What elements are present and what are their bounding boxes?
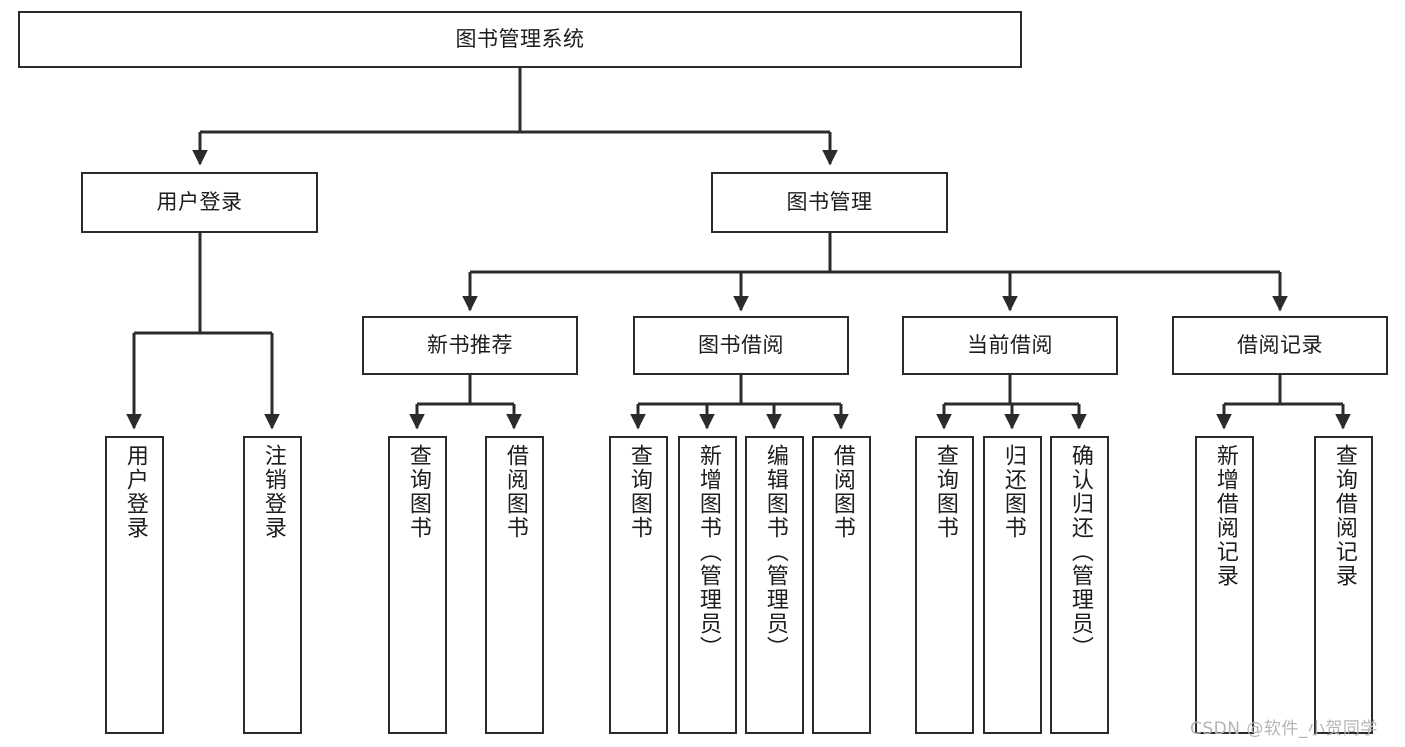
node-leaf-borrow-query-book[interactable]: 查询图书	[609, 436, 668, 734]
node-leaf-return-book-label: 归还图书	[1000, 444, 1026, 540]
node-user-login-label: 用户登录	[156, 190, 243, 214]
node-leaf-confirm-return[interactable]: 确认归还（管理员）	[1050, 436, 1109, 734]
node-root-label: 图书管理系统	[455, 27, 585, 51]
node-current-borrow[interactable]: 当前借阅	[902, 316, 1118, 375]
node-leaf-add-book-label: 新增图书（管理员）	[695, 444, 721, 660]
node-leaf-rec-borrow-book-label: 借阅图书	[502, 444, 528, 540]
node-leaf-edit-book[interactable]: 编辑图书（管理员）	[745, 436, 804, 734]
node-leaf-return-book[interactable]: 归还图书	[983, 436, 1042, 734]
node-leaf-query-record[interactable]: 查询借阅记录	[1314, 436, 1373, 734]
node-book-manage[interactable]: 图书管理	[711, 172, 948, 233]
node-current-borrow-label: 当前借阅	[967, 333, 1053, 357]
node-leaf-user-login-label: 用户登录	[122, 444, 148, 540]
node-leaf-add-book[interactable]: 新增图书（管理员）	[678, 436, 737, 734]
node-book-borrow[interactable]: 图书借阅	[633, 316, 849, 375]
node-borrow-record-label: 借阅记录	[1237, 333, 1323, 357]
node-leaf-rec-borrow-book[interactable]: 借阅图书	[485, 436, 544, 734]
node-leaf-user-login[interactable]: 用户登录	[105, 436, 164, 734]
node-leaf-query-record-label: 查询借阅记录	[1331, 444, 1357, 588]
node-book-manage-label: 图书管理	[786, 190, 873, 214]
node-leaf-logout[interactable]: 注销登录	[243, 436, 302, 734]
node-leaf-lend-book-label: 借阅图书	[829, 444, 855, 540]
node-leaf-rec-query-book-label: 查询图书	[405, 444, 431, 540]
node-book-borrow-label: 图书借阅	[698, 333, 784, 357]
node-leaf-confirm-return-label: 确认归还（管理员）	[1067, 444, 1093, 660]
node-leaf-cur-query-book-label: 查询图书	[932, 444, 958, 540]
node-leaf-logout-label: 注销登录	[260, 444, 286, 540]
node-leaf-cur-query-book[interactable]: 查询图书	[915, 436, 974, 734]
node-user-login[interactable]: 用户登录	[81, 172, 318, 233]
node-leaf-add-record[interactable]: 新增借阅记录	[1195, 436, 1254, 734]
node-root[interactable]: 图书管理系统	[18, 11, 1022, 68]
node-leaf-edit-book-label: 编辑图书（管理员）	[762, 444, 788, 660]
node-leaf-rec-query-book[interactable]: 查询图书	[388, 436, 447, 734]
node-new-book-recommend-label: 新书推荐	[427, 333, 513, 357]
node-leaf-borrow-query-book-label: 查询图书	[626, 444, 652, 540]
node-leaf-add-record-label: 新增借阅记录	[1212, 444, 1238, 588]
node-new-book-recommend[interactable]: 新书推荐	[362, 316, 578, 375]
node-leaf-lend-book[interactable]: 借阅图书	[812, 436, 871, 734]
node-borrow-record[interactable]: 借阅记录	[1172, 316, 1388, 375]
